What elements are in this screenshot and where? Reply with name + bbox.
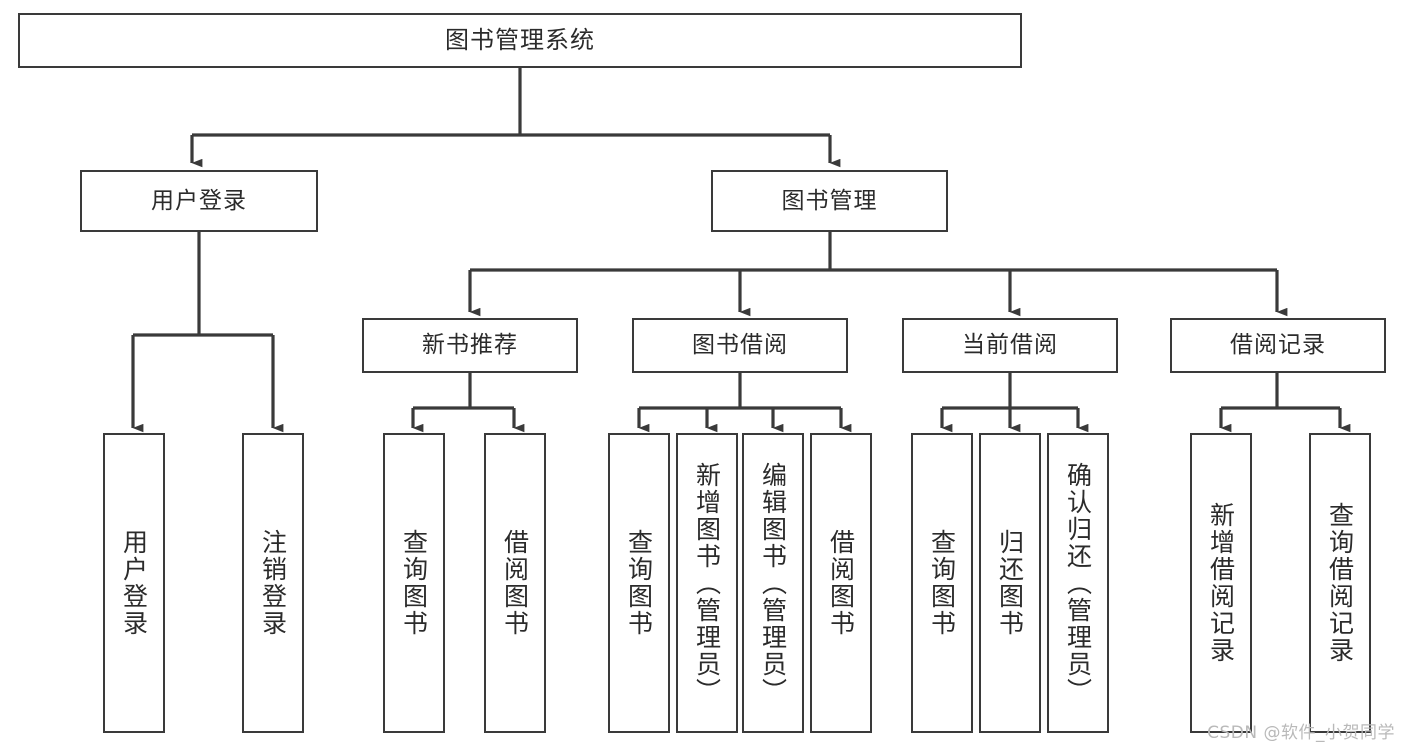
node-label: 编辑图书（管理员） bbox=[758, 461, 788, 705]
node-label: 查询图书 bbox=[399, 529, 429, 637]
node-book-management-system[interactable]: 图书管理系统 bbox=[18, 13, 1022, 68]
leaf-user-login[interactable]: 用户登录 bbox=[103, 433, 165, 733]
node-label: 查询借阅记录 bbox=[1325, 502, 1355, 664]
node-label: 确认归还（管理员） bbox=[1063, 461, 1093, 705]
node-label: 注销登录 bbox=[258, 529, 288, 637]
node-label: 图书管理系统 bbox=[445, 25, 595, 54]
leaf-add-book[interactable]: 新增图书（管理员） bbox=[676, 433, 738, 733]
node-label: 借阅图书 bbox=[826, 529, 856, 637]
node-label: 用户登录 bbox=[119, 529, 149, 637]
leaf-query-record[interactable]: 查询借阅记录 bbox=[1309, 433, 1371, 733]
leaf-query-book-3[interactable]: 查询图书 bbox=[911, 433, 973, 733]
leaf-query-book-2[interactable]: 查询图书 bbox=[608, 433, 670, 733]
leaf-logout-login[interactable]: 注销登录 bbox=[242, 433, 304, 733]
node-label: 图书借阅 bbox=[692, 332, 788, 359]
node-label: 新增借阅记录 bbox=[1206, 502, 1236, 664]
node-label: 当前借阅 bbox=[962, 332, 1058, 359]
leaf-add-record[interactable]: 新增借阅记录 bbox=[1190, 433, 1252, 733]
node-label: 归还图书 bbox=[995, 529, 1025, 637]
node-label: 借阅记录 bbox=[1230, 332, 1326, 359]
leaf-confirm-return[interactable]: 确认归还（管理员） bbox=[1047, 433, 1109, 733]
node-book-borrow[interactable]: 图书借阅 bbox=[632, 318, 848, 373]
node-label: 新增图书（管理员） bbox=[692, 461, 722, 705]
node-user-login[interactable]: 用户登录 bbox=[80, 170, 318, 232]
node-label: 查询图书 bbox=[624, 529, 654, 637]
leaf-return-book[interactable]: 归还图书 bbox=[979, 433, 1041, 733]
leaf-query-book-1[interactable]: 查询图书 bbox=[383, 433, 445, 733]
leaf-edit-book[interactable]: 编辑图书（管理员） bbox=[742, 433, 804, 733]
node-current-borrow[interactable]: 当前借阅 bbox=[902, 318, 1118, 373]
node-label: 查询图书 bbox=[927, 529, 957, 637]
leaf-borrow-book-2[interactable]: 借阅图书 bbox=[810, 433, 872, 733]
leaf-borrow-book-1[interactable]: 借阅图书 bbox=[484, 433, 546, 733]
csdn-watermark: CSDN @软件_小贺同学 bbox=[1207, 723, 1395, 743]
node-label: 借阅图书 bbox=[500, 529, 530, 637]
node-book-management[interactable]: 图书管理 bbox=[711, 170, 948, 232]
node-new-book-recommend[interactable]: 新书推荐 bbox=[362, 318, 578, 373]
node-label: 用户登录 bbox=[151, 187, 247, 214]
node-label: 图书管理 bbox=[781, 187, 878, 214]
node-borrow-record[interactable]: 借阅记录 bbox=[1170, 318, 1386, 373]
node-label: 新书推荐 bbox=[422, 332, 518, 359]
